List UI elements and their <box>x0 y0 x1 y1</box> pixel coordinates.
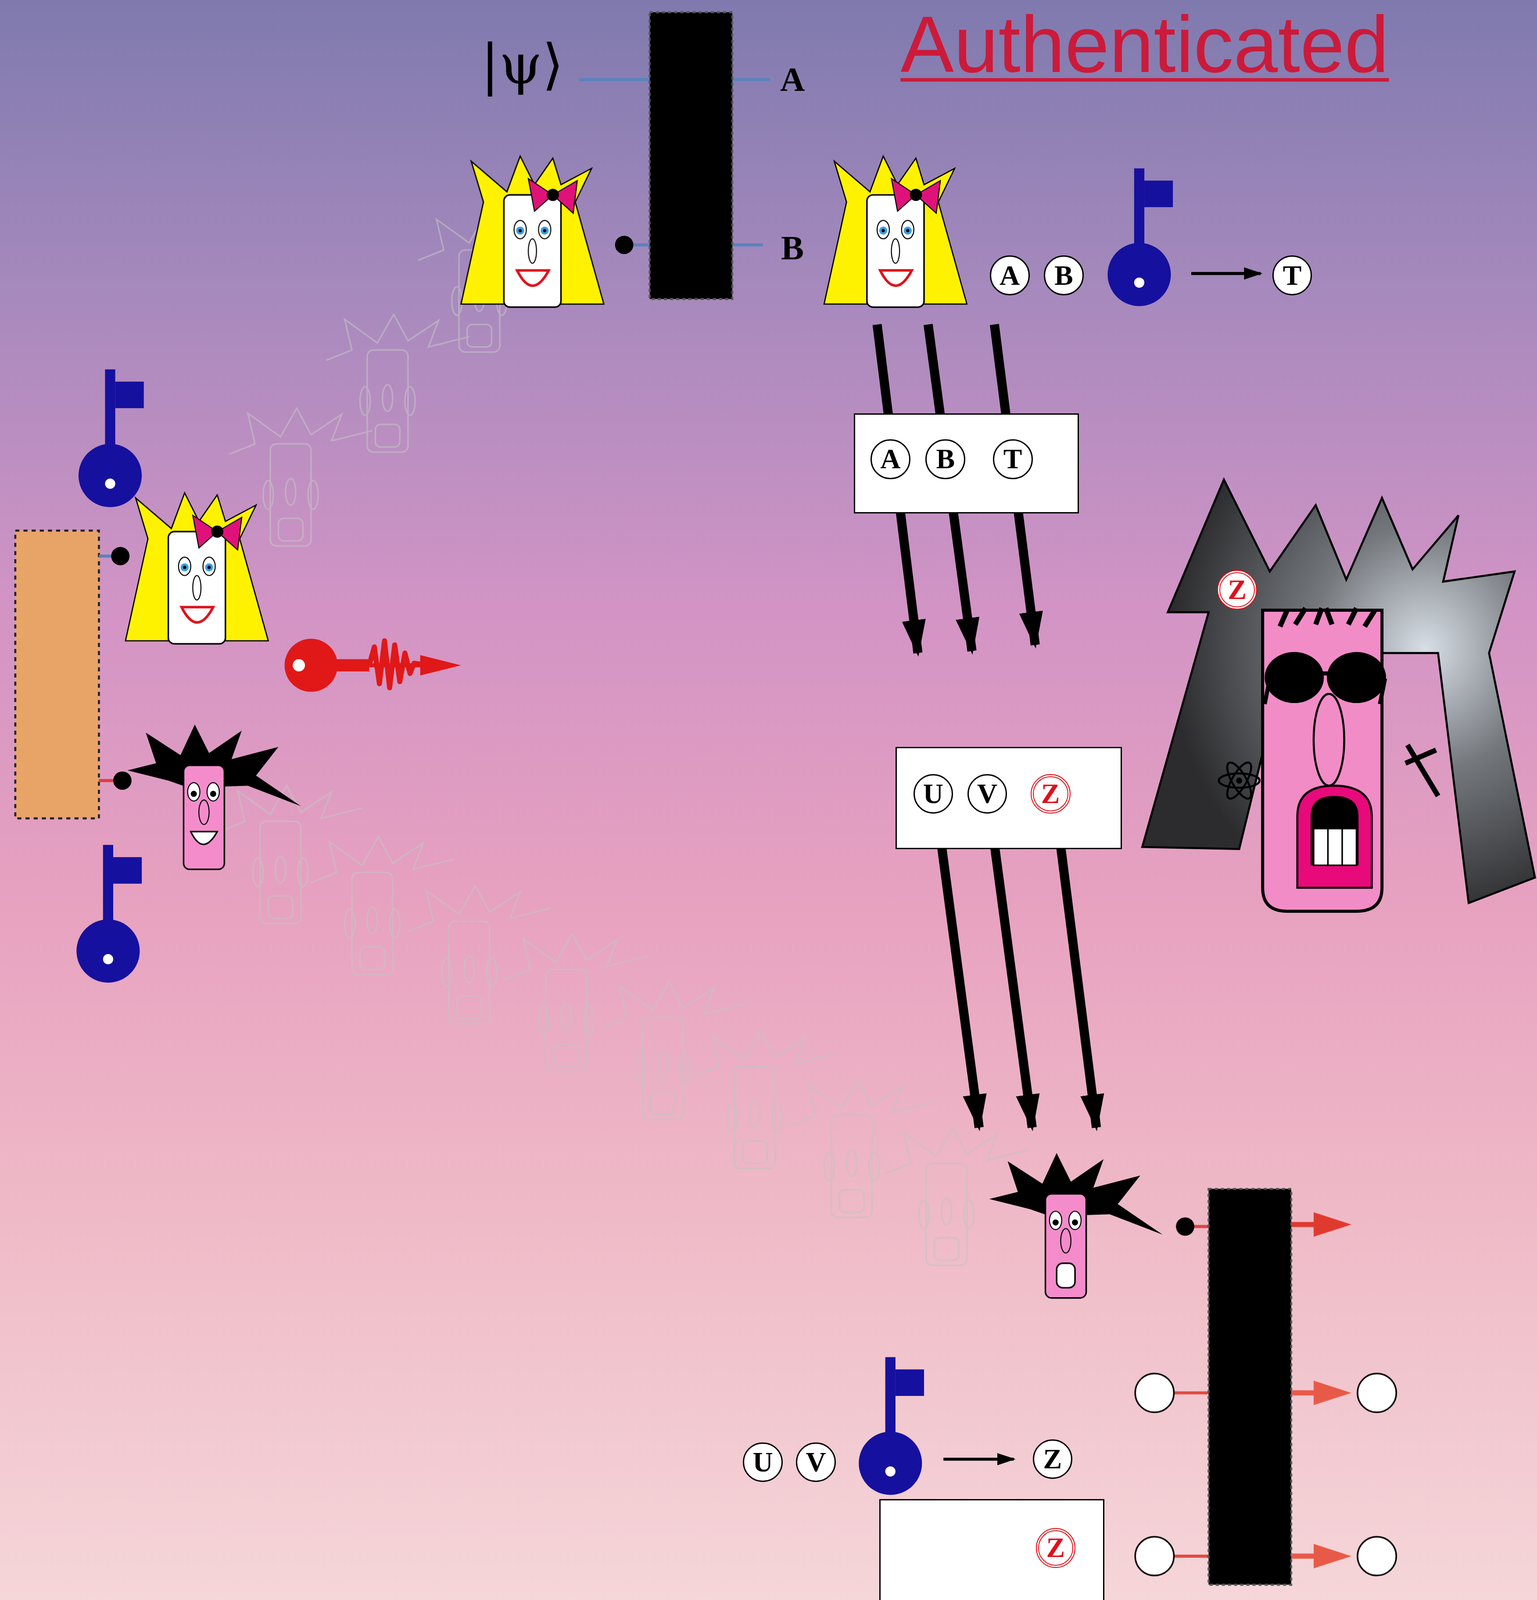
alice <box>125 492 269 644</box>
wire-label: B <box>781 230 804 266</box>
key-symbol <box>1107 168 1173 307</box>
circled-letter: Z <box>1030 773 1071 814</box>
message-box: ABT <box>853 413 1080 514</box>
alice <box>461 156 604 308</box>
circled-letter: A <box>989 255 1030 296</box>
message-box: UVZ <box>895 746 1122 850</box>
circled-letter: Z <box>1035 1527 1076 1568</box>
black-box <box>1208 1188 1292 1585</box>
circled-letter: V <box>795 1442 836 1483</box>
circled-letter: U <box>913 773 954 814</box>
ghost-trail <box>219 214 1029 1265</box>
key-symbol <box>76 844 142 983</box>
node-letter: Z <box>1043 1444 1063 1473</box>
slide-title: Authenticated <box>900 2 1390 87</box>
bob <box>989 1153 1163 1298</box>
circled-letter: Z <box>1217 569 1258 610</box>
message-box: Z <box>879 1498 1105 1600</box>
node-letter: B <box>935 444 955 473</box>
circled-letter: T <box>992 439 1033 480</box>
node-letter: Z <box>1227 575 1247 604</box>
node-letter: A <box>999 261 1020 290</box>
node-letter: V <box>977 779 998 808</box>
alice <box>824 156 967 308</box>
node-letter: B <box>1054 261 1074 290</box>
key-symbol <box>858 1357 925 1495</box>
node-letter: Z <box>1041 779 1061 808</box>
black-box <box>649 12 733 299</box>
wire-label: A <box>780 62 805 97</box>
node-letter: U <box>923 779 944 808</box>
circled-letter: B <box>1043 255 1084 296</box>
eve <box>1142 479 1535 912</box>
red-key <box>284 638 462 692</box>
node-letter: V <box>805 1447 826 1477</box>
shared-state <box>15 530 100 819</box>
node-letter: U <box>752 1447 774 1477</box>
node-letter: T <box>1003 444 1023 473</box>
circled-letter: Z <box>1032 1439 1073 1480</box>
node-letter: T <box>1282 261 1302 290</box>
node-letter: Z <box>1046 1533 1065 1562</box>
circled-letter: B <box>925 439 966 480</box>
circled-letter: U <box>742 1442 783 1483</box>
state-label: |ψ⟩ <box>480 36 564 92</box>
circled-letter: V <box>967 773 1008 814</box>
circled-letter: T <box>1272 255 1313 296</box>
node-letter: A <box>880 444 901 473</box>
key-symbol <box>78 369 144 508</box>
bob <box>127 724 301 870</box>
circled-letter: A <box>870 439 911 480</box>
